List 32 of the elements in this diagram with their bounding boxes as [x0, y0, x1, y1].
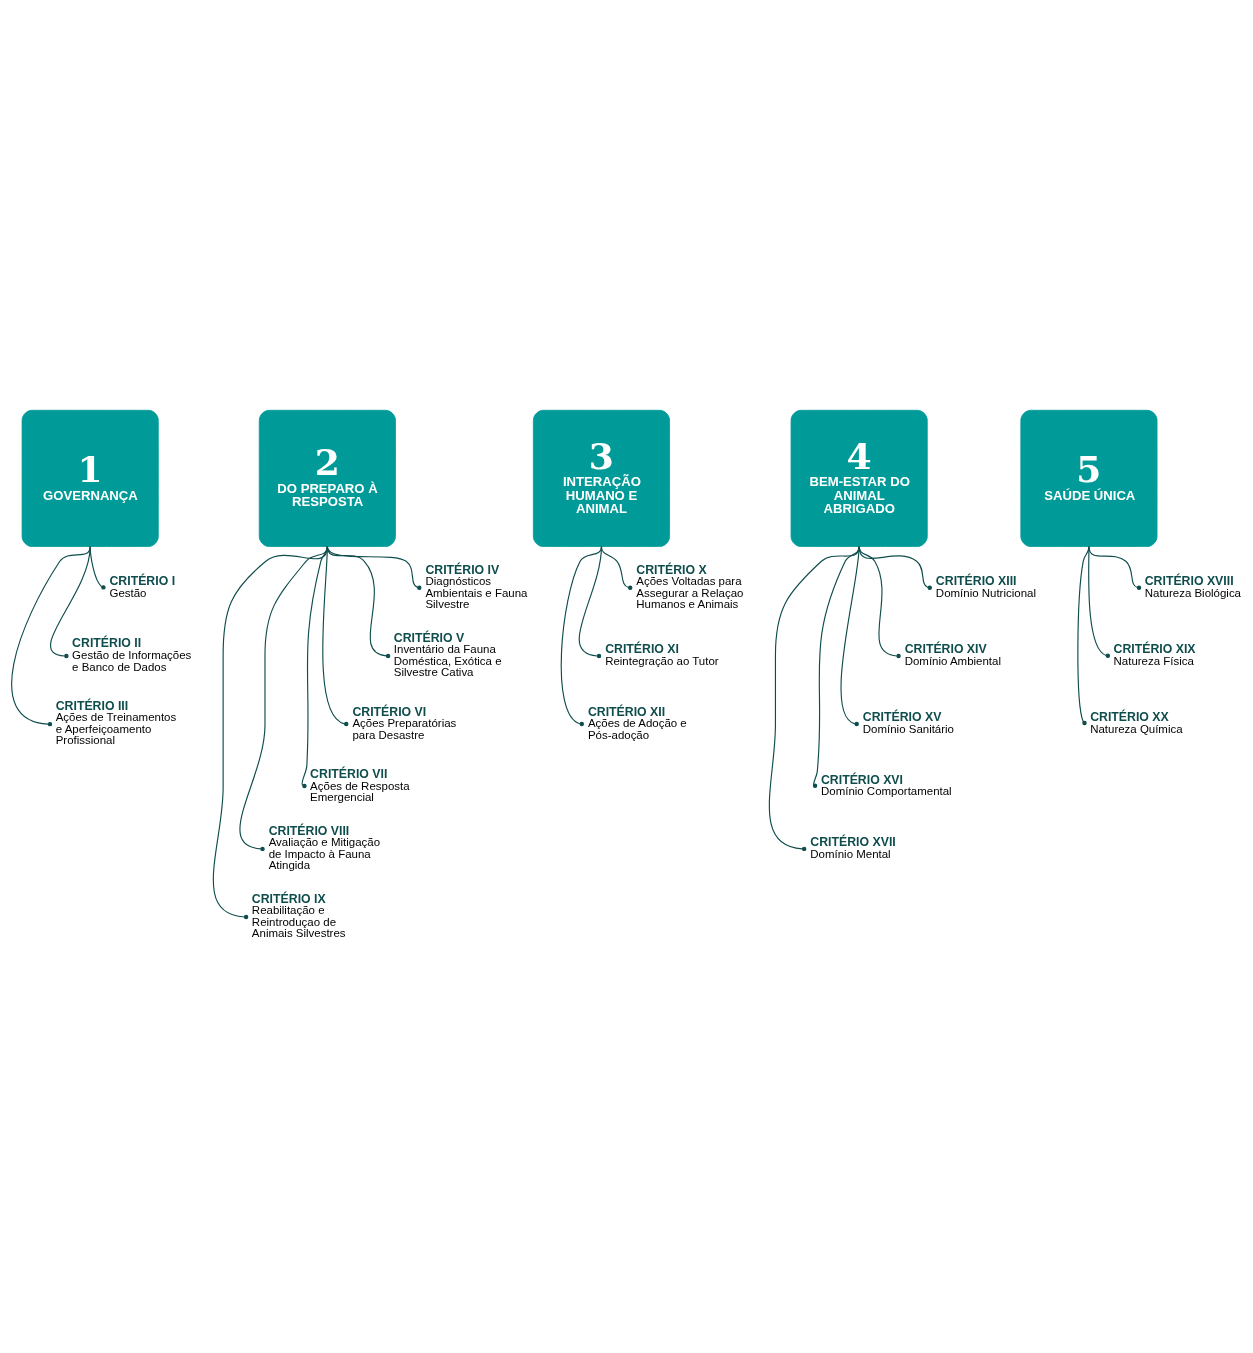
node-text: CRITÉRIO X Ações Voltadas para Assegurar a Relaçao Humanos e Animais	[636, 562, 744, 610]
node-text: CRITÉRIO I Gestão	[109, 573, 176, 599]
node-text: CRITÉRIO XI Reintegração ao Tutor	[605, 641, 719, 667]
node-text: CRITÉRIO XIV Domínio Ambiental	[904, 641, 1001, 667]
connector	[768, 545, 860, 851]
node-text: CRITÉRIO VIII Avaliação e Mitigação de Impacto à Fauna Atingida	[268, 823, 381, 871]
node-text: CRITÉRIO VI Ações Preparatórias para Desastre	[352, 704, 457, 741]
node-text: CRITÉRIO IV Diagnósticos Ambientais e Fauna Silvestre	[425, 562, 528, 610]
node-text: CRITÉRIO XVII Domínio Mental	[810, 834, 896, 860]
node-text: CRITÉRIO V Inventário da Fauna Doméstica, Exótica e Silvestre Cativa	[393, 630, 502, 678]
node-text: CRITÉRIO III Ações de Treinamentos e Aperfeiçoamento Profissional	[55, 698, 177, 746]
node-text: CRITÉRIO VII Ações de Resposta Emergencial	[310, 766, 410, 803]
node-box: 2 DO PREPARO À RESPOSTA	[258, 409, 396, 547]
node-text: CRITÉRIO XV Domínio Sanitário	[862, 709, 955, 735]
node-box: 5 SAÚDE ÚNICA	[1020, 409, 1158, 547]
connector	[326, 545, 422, 590]
connector	[212, 545, 328, 919]
node-text: CRITÉRIO XIII Domínio Nutricional	[935, 573, 1036, 599]
connector	[11, 545, 91, 726]
node-text: CRITÉRIO XVIII Natureza Biológica	[1144, 573, 1242, 599]
connector	[560, 545, 603, 726]
connector	[1088, 545, 1111, 658]
connector	[1077, 545, 1090, 725]
node-box: 4 BEM-ESTAR DO ANIMAL ABRIGADO	[790, 409, 928, 547]
node-text: CRITÉRIO XIX Natureza Física	[1113, 641, 1196, 667]
node-box: 3 INTERAÇÃO HUMANO E ANIMAL	[532, 409, 670, 547]
node-box: 1 GOVERNANÇA	[21, 409, 159, 547]
node-text: CRITÉRIO XX Natureza Química	[1090, 709, 1183, 735]
node-text: CRITÉRIO II Gestão de Informações e Banco de Dados	[72, 635, 192, 673]
node-text: CRITÉRIO IX Reabilitação e Reintroduçao de Animais Silvestres	[251, 891, 346, 939]
node-text: CRITÉRIO XII Ações de Adoção e Pós-adoção	[587, 704, 687, 741]
node-text: CRITÉRIO XVI Domínio Comportamental	[820, 772, 952, 797]
